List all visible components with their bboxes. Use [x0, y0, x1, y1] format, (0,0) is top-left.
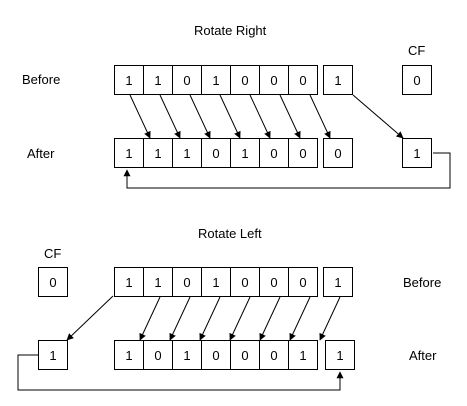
rotate-right-cf-label: CF [408, 43, 426, 58]
bit-cell: 0 [201, 138, 231, 168]
shift-arrow [229, 296, 251, 341]
bit-cell: 0 [259, 138, 289, 168]
bit-cell: 0 [172, 267, 202, 297]
cf-wrap-arrow [17, 354, 344, 391]
shift-arrow [309, 94, 331, 139]
cf-wrap-arrow [123, 152, 451, 189]
shift-arrow [199, 296, 221, 341]
rotate-left-after-cf-cell: 1 [38, 340, 68, 370]
shift-arrow [249, 94, 271, 139]
bit-cell: 0 [230, 340, 260, 370]
bit-cell: 0 [323, 138, 353, 168]
bit-cell: 1 [323, 267, 353, 297]
bit-cell: 1 [201, 267, 231, 297]
bit-cell: 0 [230, 267, 260, 297]
shift-arrow [139, 296, 161, 341]
bit-cell: 0 [230, 65, 260, 95]
bit-cell: 0 [172, 65, 202, 95]
shift-arrow [219, 94, 241, 139]
rotate-left-before-cf-cell: 0 [38, 267, 68, 297]
bit-cell: 0 [259, 65, 289, 95]
rotate-right-shift-arrows [123, 94, 451, 189]
rotate-right-after-cf-cell: 1 [402, 138, 432, 168]
bit-cell: 0 [259, 340, 289, 370]
bit-cell: 0 [288, 65, 318, 95]
rotate-left-before-label: Before [403, 275, 442, 290]
bit-cell: 1 [325, 340, 355, 370]
bit-cell: 1 [172, 138, 202, 168]
bit-cell: 1 [143, 267, 173, 297]
shift-arrow [129, 94, 151, 139]
bit-cell: 1 [114, 267, 144, 297]
rotate-right-title: Rotate Right [194, 23, 267, 38]
bit-cell: 1 [288, 340, 318, 370]
rotate-right-before-label: Before [22, 72, 61, 87]
bit-cell: 1 [143, 138, 173, 168]
bit-cell: 1 [114, 65, 144, 95]
rotate-right-before-cf-cell: 0 [402, 65, 432, 95]
bit-cell: 1 [230, 138, 260, 168]
bit-cell: 0 [288, 267, 318, 297]
shift-arrow [279, 94, 301, 139]
bit-cell: 1 [114, 138, 144, 168]
lsb-to-cf-arrow [352, 94, 404, 139]
shift-arrow [169, 296, 191, 341]
shift-arrow [159, 94, 181, 139]
msb-to-cf-arrow [66, 295, 114, 341]
shift-arrow [189, 94, 211, 139]
rotate-left-shift-arrows [17, 295, 344, 391]
bit-cell: 0 [143, 340, 173, 370]
bit-cell: 1 [114, 340, 144, 370]
rotate-left-cf-label: CF [44, 246, 62, 261]
shift-arrow [259, 296, 281, 341]
bit-cell: 1 [172, 340, 202, 370]
bit-cell: 0 [201, 340, 231, 370]
bit-cell: 1 [323, 65, 353, 95]
bit-cell: 1 [143, 65, 173, 95]
rotate-left-after-label: After [409, 348, 437, 363]
rotate-right-after-label: After [27, 146, 55, 161]
bit-cell: 0 [259, 267, 289, 297]
shift-arrow [289, 296, 311, 341]
bit-cell: 1 [201, 65, 231, 95]
rotate-left-title: Rotate Left [198, 226, 262, 241]
bit-cell: 0 [288, 138, 318, 168]
shift-arrow [319, 296, 341, 341]
